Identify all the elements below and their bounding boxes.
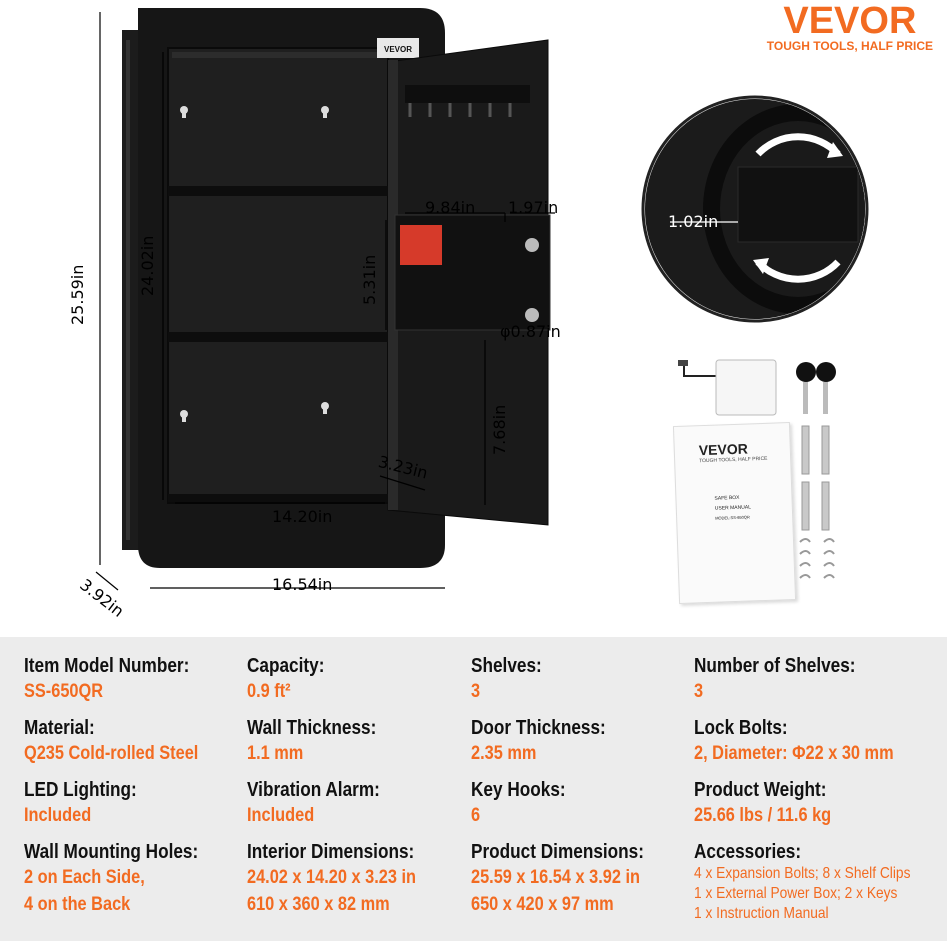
svg-text:VEVOR: VEVOR [384,45,412,54]
spec-value: 24.02 x 14.20 x 3.23 in [247,867,416,888]
spec-label: Wall Mounting Holes: [24,841,199,863]
manual-subtitle: USER MANUAL [714,504,752,512]
spec-label: Capacity: [247,655,325,677]
dim-width-outer: 16.54in [272,575,333,594]
spec-lock-bolts: Lock Bolts: 2, Diameter: Φ22 x 30 mm [694,717,914,779]
spec-value: 1 x External Power Box; 2 x Keys [694,885,898,902]
spec-column-3: Shelves: 3 Door Thickness: 2.35 mm Key H… [471,655,691,915]
spec-led: LED Lighting: Included [24,779,244,841]
spec-mounting-holes: Wall Mounting Holes: 2 on Each Side, 4 o… [24,841,244,915]
dim-height-outer: 25.59in [68,264,87,325]
spec-label: Interior Dimensions: [247,841,415,863]
spec-value: 25.66 lbs / 11.6 kg [694,805,832,826]
spec-accessories: Accessories: 4 x Expansion Bolts; 8 x Sh… [694,841,914,922]
brand-logo: VEVOR TOUGH TOOLS, HALF PRICE [767,0,933,53]
spec-capacity: Capacity: 0.9 ft² [247,655,467,717]
dim-width-inner: 14.20in [272,507,333,526]
spec-key-hooks: Key Hooks: 6 [471,779,691,841]
spec-label: Shelves: [471,655,542,677]
spec-wall-thickness: Wall Thickness: 1.1 mm [247,717,467,779]
spec-label: Lock Bolts: [694,717,788,739]
spec-value: 2 on Each Side, [24,867,145,888]
brand-tagline: TOUGH TOOLS, HALF PRICE [766,39,933,53]
spec-value: 4 x Expansion Bolts; 8 x Shelf Clips [694,865,911,882]
spec-number-of-shelves: Number of Shelves: 3 [694,655,914,717]
spec-column-4: Number of Shelves: 3 Lock Bolts: 2, Diam… [694,655,914,922]
brand-name: VEVOR [783,0,917,42]
spec-label: Product Dimensions: [471,841,644,863]
dim-door-box-height: 5.31in [360,254,379,305]
spec-interior-dimensions: Interior Dimensions: 24.02 x 14.20 x 3.2… [247,841,467,915]
dim-door-box-side: 1.97in [508,198,559,217]
spec-value: 3 [471,681,481,702]
specs-panel: Item Model Number: SS-650QR Material: Q2… [0,637,947,941]
spec-value: SS-650QR [24,681,104,702]
dim-door-bottom-height: 7.68in [490,404,509,455]
manual-title: SAFE BOX [714,494,740,502]
spec-label: Vibration Alarm: [247,779,380,801]
spec-label: Key Hooks: [471,779,566,801]
spec-column-2: Capacity: 0.9 ft² Wall Thickness: 1.1 mm… [247,655,467,915]
safe-illustration: VEVOR [95,8,555,591]
spec-value: 1 x Instruction Manual [694,905,829,922]
spec-value: 1.1 mm [247,743,304,764]
spec-vibration-alarm: Vibration Alarm: Included [247,779,467,841]
knob-detail [641,95,869,323]
spec-product-weight: Product Weight: 25.66 lbs / 11.6 kg [694,779,914,841]
dim-hole-diameter: φ0.87in [500,322,561,341]
spec-label: Product Weight: [694,779,827,801]
manual-model: MODEL:SS-650QR [715,514,750,521]
spec-label: Wall Thickness: [247,717,377,739]
spec-value: 6 [471,805,481,826]
spec-value: 2.35 mm [471,743,537,764]
spec-door-thickness: Door Thickness: 2.35 mm [471,717,691,779]
spec-column-1: Item Model Number: SS-650QR Material: Q2… [24,655,244,915]
spec-value: 650 x 420 x 97 mm [471,894,614,915]
spec-value: 2, Diameter: Φ22 x 30 mm [694,743,894,764]
spec-value: Included [247,805,315,826]
spec-shelves: Shelves: 3 [471,655,691,717]
spec-value: Included [24,805,92,826]
dim-knob-depth: 1.02in [668,212,719,231]
spec-value: 0.9 ft² [247,681,291,702]
spec-value: 3 [694,681,704,702]
spec-label: Door Thickness: [471,717,606,739]
spec-product-dimensions: Product Dimensions: 25.59 x 16.54 x 3.92… [471,841,691,915]
spec-label: Number of Shelves: [694,655,856,677]
spec-material: Material: Q235 Cold-rolled Steel [24,717,244,779]
spec-label: LED Lighting: [24,779,137,801]
bolts-and-clips-image [799,425,835,579]
spec-model: Item Model Number: SS-650QR [24,655,244,717]
spec-label: Accessories: [694,841,802,863]
spec-value: 25.59 x 16.54 x 3.92 in [471,867,640,888]
dim-door-box-width: 9.84in [425,198,476,217]
spec-value: Q235 Cold-rolled Steel [24,743,199,764]
user-manual-image: VEVOR TOUGH TOOLS, HALF PRICE SAFE BOX U… [672,422,797,604]
power-box-image [678,359,777,416]
spec-label: Item Model Number: [24,655,190,677]
keys-image [796,362,836,414]
spec-label: Material: [24,717,95,739]
spec-value: 610 x 360 x 82 mm [247,894,390,915]
dim-height-inner: 24.02in [138,235,157,296]
spec-value: 4 on the Back [24,894,131,915]
